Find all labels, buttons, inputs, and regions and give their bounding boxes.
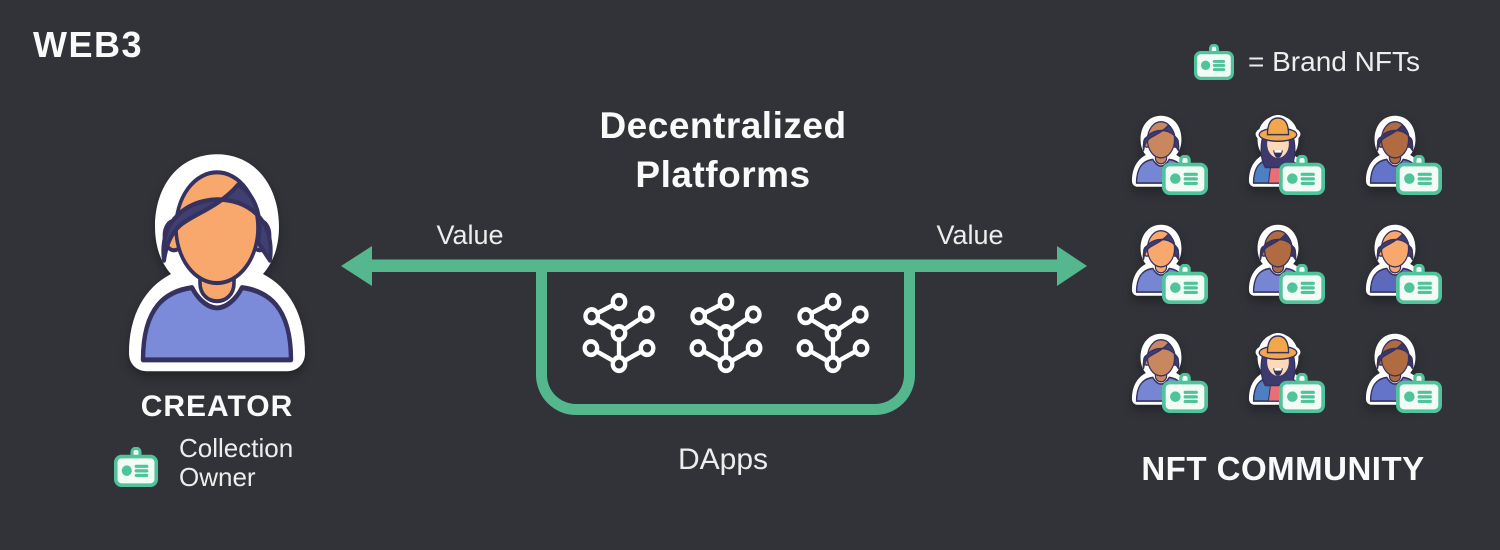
- id-badge-icon: [1279, 155, 1325, 195]
- id-badge-icon: [1162, 155, 1208, 195]
- legend-label: = Brand NFTs: [1248, 46, 1420, 77]
- value-label-right: Value: [936, 220, 1004, 250]
- platform-title: Decentralized Platforms: [498, 101, 948, 199]
- value-label-left: Value: [436, 220, 504, 250]
- community-grid: [1128, 115, 1479, 442]
- id-badge-icon: [1279, 373, 1325, 413]
- platform-title-line1: Decentralized: [599, 105, 847, 146]
- community-member-man: [1245, 224, 1362, 333]
- creator-owner-line2: Owner: [179, 462, 256, 492]
- network-nodes-icon: [794, 291, 872, 375]
- platform-title-line2: Platforms: [635, 154, 811, 195]
- community-member-man: [1128, 115, 1245, 224]
- creator-title: CREATOR: [140, 390, 294, 423]
- community-member-man: [1362, 224, 1479, 333]
- id-badge-icon: [1194, 44, 1234, 80]
- network-nodes-icon: [687, 291, 765, 375]
- community-title: NFT COMMUNITY: [1141, 450, 1425, 487]
- id-badge-icon: [1396, 264, 1442, 304]
- id-badge-icon: [114, 447, 158, 487]
- legend: = Brand NFTs: [1194, 44, 1420, 80]
- community-member-man: [1362, 115, 1479, 224]
- page-title: WEB3: [33, 24, 144, 65]
- creator-owner-line1: Collection: [179, 433, 294, 463]
- id-badge-icon: [1396, 373, 1442, 413]
- dapps-label: DApps: [677, 443, 769, 476]
- community-member-woman: [1245, 115, 1362, 224]
- network-nodes-icon: [580, 291, 658, 375]
- arrow-left-head: [341, 246, 372, 286]
- id-badge-icon: [1162, 264, 1208, 304]
- community-member-man: [1362, 333, 1479, 442]
- community-member-woman: [1245, 333, 1362, 442]
- dapps-container: [536, 265, 915, 415]
- id-badge-icon: [1396, 155, 1442, 195]
- creator-avatar: [117, 152, 317, 378]
- arrow-right-head: [1057, 246, 1087, 286]
- id-badge-icon: [1162, 373, 1208, 413]
- community-member-man: [1128, 224, 1245, 333]
- id-badge-icon: [1279, 264, 1325, 304]
- community-member-man: [1128, 333, 1245, 442]
- creator-owner-label: Collection Owner: [179, 434, 293, 492]
